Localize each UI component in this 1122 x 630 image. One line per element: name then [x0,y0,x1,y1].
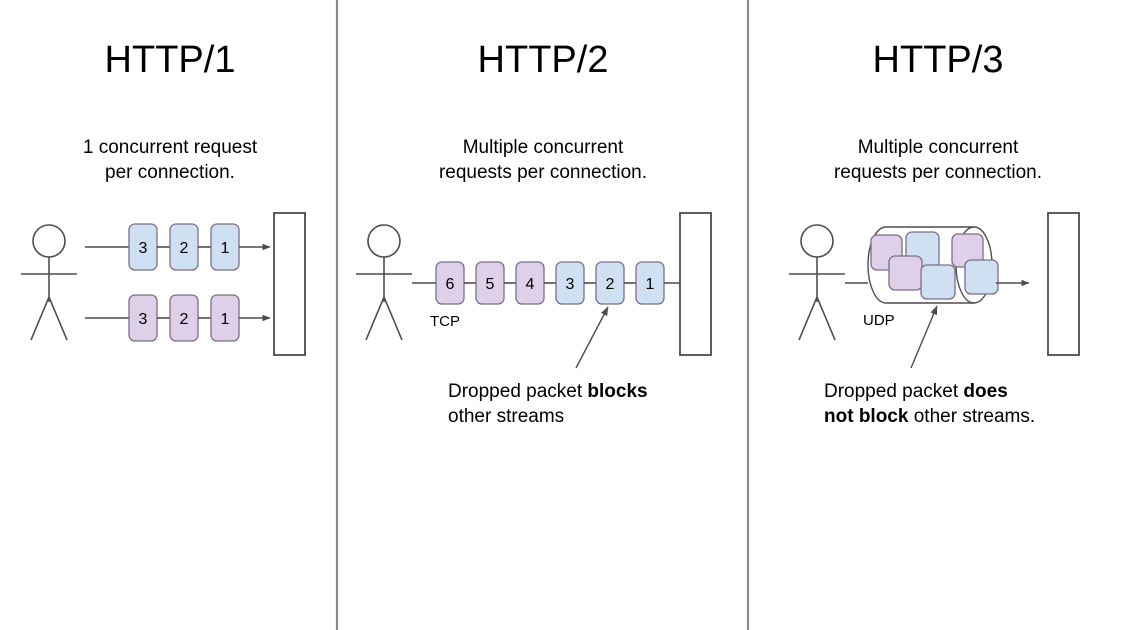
packet-label: 1 [646,276,655,293]
annotation-http3-line2-bold: not block [824,406,909,427]
panel-title-http2: HTTP/2 [478,39,609,81]
panel-caption-http1-line2: per connection. [105,162,235,183]
annotation-http3-line2: not block other streams. [824,406,1035,427]
panel-title-http1: HTTP/1 [105,39,236,81]
packet-label: 1 [221,311,230,328]
packet-label: 5 [486,276,495,293]
packet-label: 3 [139,311,148,328]
panel-caption-http2-line1: Multiple concurrent [463,137,624,158]
annotation-http2-line2: other streams [448,406,564,427]
packet-label: 6 [446,276,455,293]
panel-caption-http3-line2: requests per connection. [834,162,1042,183]
client-stick-figure-http2 [356,224,412,341]
packet-label: 2 [606,276,615,293]
annotation-http3-line1: Dropped packet does [824,381,1008,402]
stream-single-http2: 6 5 4 3 2 1 [412,261,689,305]
panel-http2: HTTP/2 Multiple concurrent requests per … [356,39,712,427]
annotation-http2-line1: Dropped packet blocks [448,381,648,402]
client-stick-figure-http3 [789,224,845,341]
cyl-packet-3 [888,255,923,291]
panel-http3: HTTP/3 Multiple concurrent requests per … [789,39,1080,427]
panel-title-http3: HTTP/3 [873,39,1004,81]
panel-caption-http3-line1: Multiple concurrent [858,137,1019,158]
annotation-leader-http2 [575,306,609,369]
packet-label: 2 [180,311,189,328]
server-box-http3 [1047,212,1080,356]
server-box-http1 [273,212,306,356]
annotation-http3-line1-bold: does [963,381,1007,402]
packet-label: 4 [526,276,535,293]
annotation-http2-line1-bold: blocks [587,381,647,402]
cyl-packet-6 [964,259,999,295]
packet-label: 3 [139,240,148,257]
client-stick-figure-http1 [21,224,77,341]
panel-caption-http2-line2: requests per connection. [439,162,647,183]
annotation-http3-line1-plain: Dropped packet [824,381,963,402]
annotation-leader-http3 [910,305,938,369]
server-box-http2 [679,212,712,356]
annotation-http3-line2-plain: other streams. [908,406,1035,427]
transport-label-udp: UDP [863,312,895,329]
stream-blue-http1: 3 2 1 [85,223,271,271]
transport-label-tcp: TCP [430,313,460,330]
stream-purple-http1: 3 2 1 [85,294,271,342]
panel-http1: HTTP/1 1 concurrent request per connecti… [21,39,306,356]
panel-caption-http1-line1: 1 concurrent request [83,137,258,158]
annotation-http2-line1-plain: Dropped packet [448,381,587,402]
packet-label: 3 [566,276,575,293]
packet-label: 2 [180,240,189,257]
packet-label: 1 [221,240,230,257]
cyl-packet-5 [920,264,956,300]
